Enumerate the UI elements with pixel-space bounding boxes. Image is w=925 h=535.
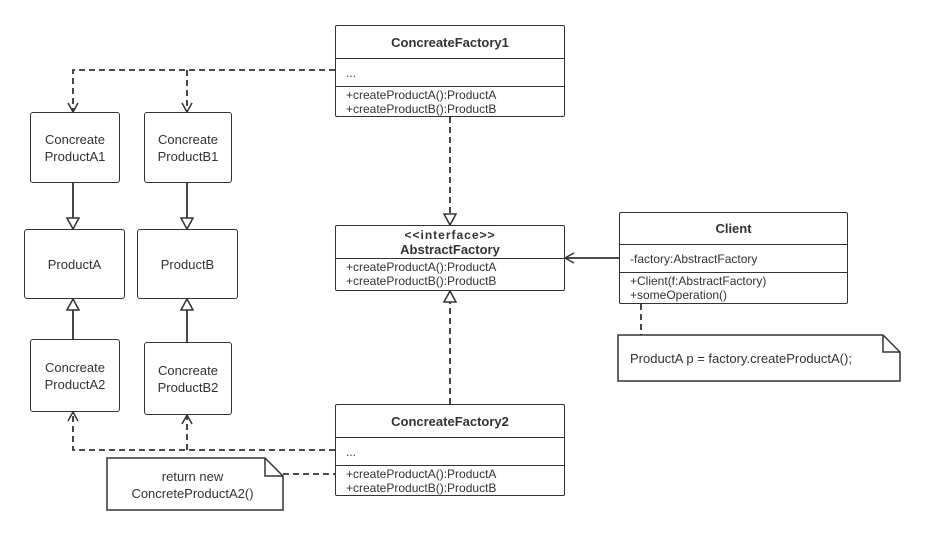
abstract-factory-method-a: +createProductA():ProductA — [346, 260, 497, 274]
concreate-factory2-method-a: +createProductA():ProductA — [346, 467, 497, 481]
client-note-shape — [617, 334, 901, 382]
client-attributes: -factory:AbstractFactory — [620, 245, 847, 273]
concreate-factory2-attributes: ... — [336, 438, 564, 466]
concreate-product-b2: Concreate ProductB2 — [144, 342, 232, 415]
abstract-factory-interface: <<interface>> AbstractFactory +createPro… — [335, 225, 565, 291]
concreate-factory1-method-a: +createProductA():ProductA — [346, 88, 497, 102]
client-methods: +Client(f:AbstractFactory) +someOperatio… — [620, 273, 847, 302]
client-method-someoperation: +someOperation() — [630, 288, 728, 302]
concreate-factory1-method-b: +createProductB():ProductB — [346, 102, 497, 116]
factory2-note-shape — [106, 457, 284, 511]
dep-factory1-a1 — [67, 69, 335, 114]
client-name: Client — [620, 213, 847, 245]
abstract-factory-name: AbstractFactory — [400, 242, 500, 257]
client-note-fold — [882, 335, 900, 353]
concreate-factory1-attributes: ... — [336, 59, 564, 87]
client-method-constructor: +Client(f:AbstractFactory) — [630, 274, 767, 288]
concreate-product-a2: Concreate ProductA2 — [30, 339, 120, 412]
concreate-factory2-method-b: +createProductB():ProductB — [346, 481, 497, 495]
dep-factory2-a2 — [67, 410, 335, 451]
factory2-note-text: return new ConcreteProductA2() — [131, 469, 254, 501]
concreate-factory1-name: ConcreateFactory1 — [336, 26, 564, 59]
client-class: Client -factory:AbstractFactory +Client(… — [619, 212, 848, 304]
product-a: ProductA — [24, 229, 125, 299]
concreate-factory1-methods: +createProductA():ProductA +createProduc… — [336, 87, 564, 116]
concreate-factory2-name: ConcreateFactory2 — [336, 405, 564, 438]
concreate-factory2-class: ConcreateFactory2 ... +createProductA():… — [335, 404, 565, 496]
abstract-factory-methods: +createProductA():ProductA +createProduc… — [336, 259, 564, 288]
product-b: ProductB — [137, 229, 238, 299]
abstract-factory-header: <<interface>> AbstractFactory — [336, 226, 564, 259]
concreate-product-b1: Concreate ProductB1 — [144, 112, 232, 183]
concreate-factory1-class: ConcreateFactory1 ... +createProductA():… — [335, 25, 565, 117]
client-note-text: ProductA p = factory.createProductA(); — [630, 351, 852, 366]
concreate-product-a1: Concreate ProductA1 — [30, 112, 120, 183]
abstract-factory-method-b: +createProductB():ProductB — [346, 274, 497, 288]
concreate-factory2-methods: +createProductA():ProductA +createProduc… — [336, 466, 564, 495]
factory2-note-fold — [264, 458, 283, 477]
abstract-factory-stereotype: <<interface>> — [404, 228, 496, 242]
